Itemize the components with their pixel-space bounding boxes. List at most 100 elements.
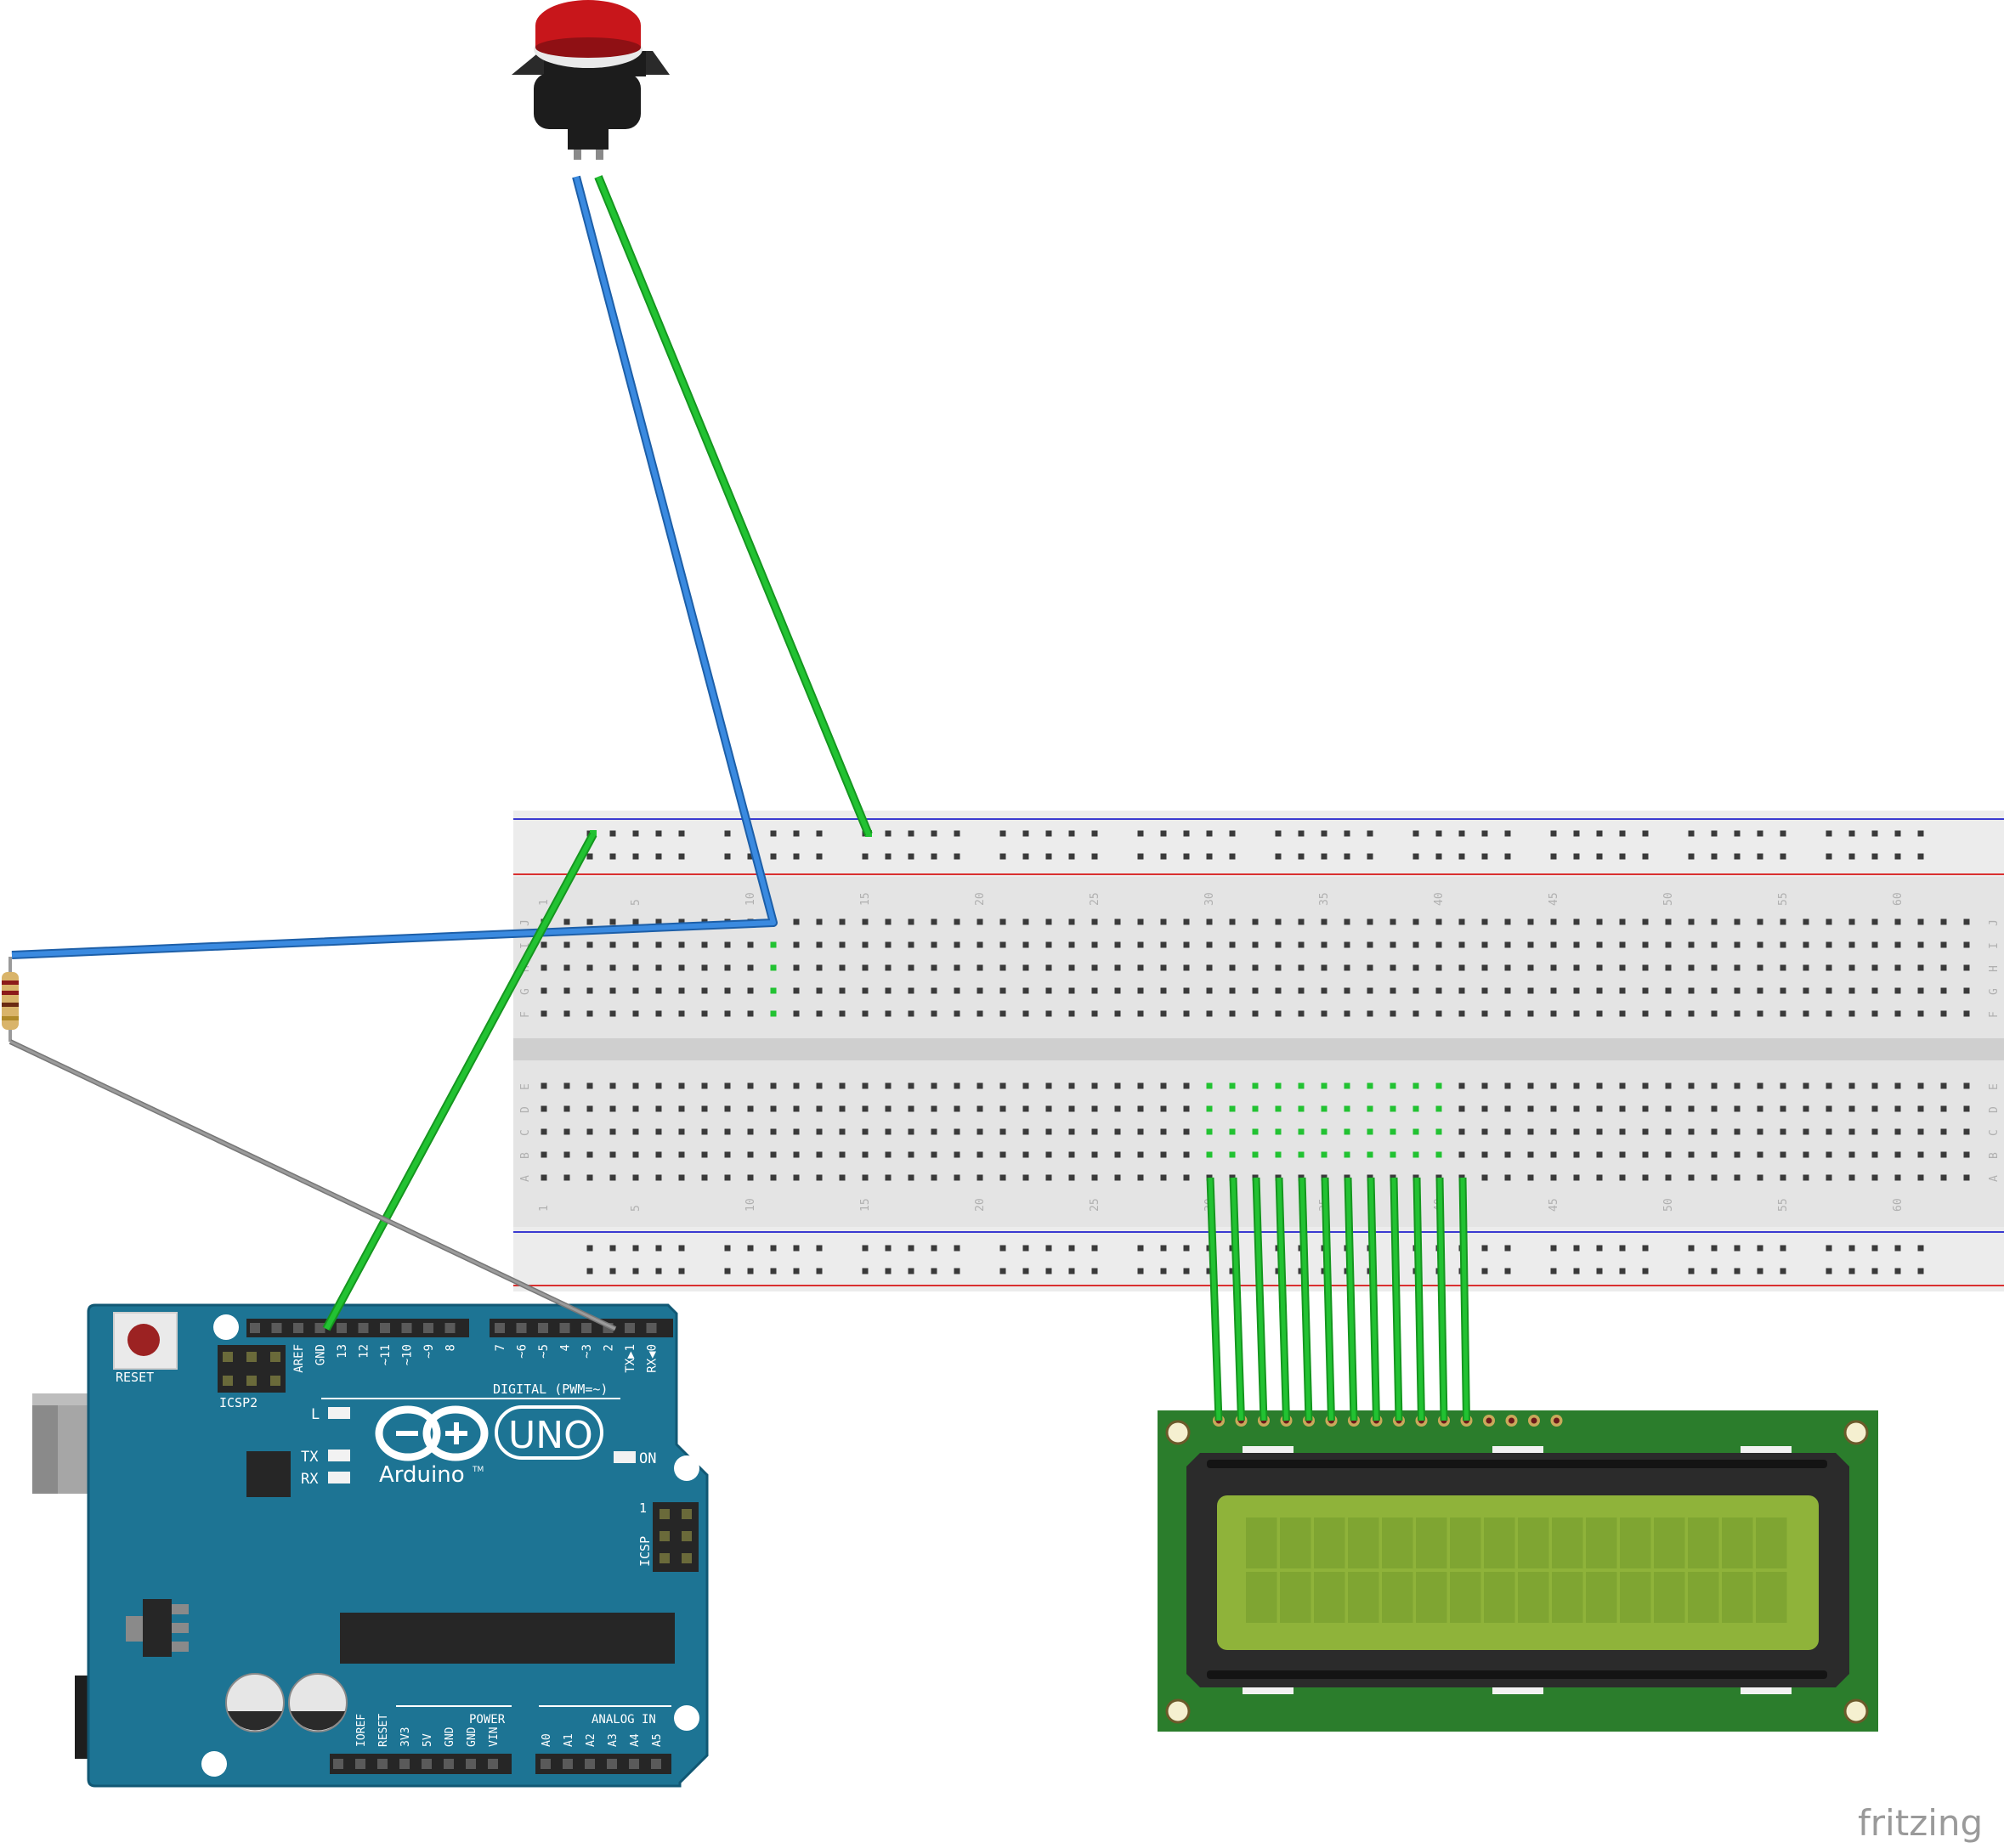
breadboard-hole <box>1940 918 1947 925</box>
breadboard-hole <box>1045 1105 1052 1112</box>
breadboard-hole <box>1940 1082 1947 1089</box>
digital-label: DIGITAL (PWM=~) <box>493 1382 608 1397</box>
lcd-cell <box>1450 1517 1481 1568</box>
header-pin <box>541 1759 551 1769</box>
rail-hole <box>1917 830 1924 837</box>
rail-hole <box>931 1268 937 1274</box>
breadboard-hole <box>1963 1082 1970 1089</box>
lcd-wire-core <box>1322 1177 1333 1421</box>
breadboard-hole <box>586 918 593 925</box>
breadboard-hole <box>563 1082 570 1089</box>
breadboard-hole <box>1321 1174 1328 1181</box>
rail-hole <box>1848 1268 1855 1274</box>
breadboard-hole <box>1412 941 1419 948</box>
digital-pin-label: 2 <box>603 1344 616 1351</box>
lcd-pin-hole <box>1509 1417 1514 1424</box>
rail-hole <box>1183 853 1190 860</box>
icsp2-pin <box>246 1376 257 1386</box>
push-button[interactable] <box>512 0 670 160</box>
breadboard-hole <box>839 1082 846 1089</box>
breadboard-hole <box>1183 1105 1190 1112</box>
breadboard-hole <box>655 1010 662 1017</box>
rail-hole <box>1045 830 1052 837</box>
breadboard-hole <box>1688 918 1695 925</box>
breadboard-hole <box>586 1128 593 1135</box>
breadboard-hole <box>1688 1010 1695 1017</box>
lcd-cell <box>1416 1572 1447 1623</box>
column-number: 5 <box>630 899 643 906</box>
breadboard-hole <box>816 964 823 971</box>
lcd-cell <box>1382 1517 1413 1568</box>
breadboard-hole <box>1963 1174 1970 1181</box>
rail-hole <box>1642 1268 1649 1274</box>
bezel-clip <box>1243 1446 1294 1453</box>
breadboard-hole <box>1803 918 1809 925</box>
breadboard-hole <box>563 1128 570 1135</box>
rail-hole <box>747 1245 754 1252</box>
analog-header <box>535 1754 671 1774</box>
uno-model: UNO <box>508 1414 593 1457</box>
power-pin-label: VIN <box>488 1727 501 1747</box>
column-number: 15 <box>859 1198 872 1212</box>
breadboard-hole <box>1390 1105 1396 1112</box>
breadboard-hole <box>1757 918 1763 925</box>
breadboard-hole <box>541 1151 547 1158</box>
breadboard-hole <box>1757 987 1763 994</box>
rail-hole <box>1091 1245 1098 1252</box>
breadboard-hole <box>1344 1174 1350 1181</box>
breadboard-hole <box>1481 941 1488 948</box>
breadboard-hole <box>1871 1151 1878 1158</box>
breadboard-hole <box>954 941 960 948</box>
breadboard-hole <box>977 1174 983 1181</box>
rail-hole <box>1780 1268 1786 1274</box>
bezel-clip <box>1243 1687 1294 1694</box>
led-rx <box>328 1472 350 1483</box>
led-l <box>328 1407 350 1419</box>
rail-hole <box>1848 830 1855 837</box>
breadboard-hole <box>1298 1010 1305 1017</box>
rail-hole <box>1550 1245 1557 1252</box>
breadboard-hole <box>701 1174 708 1181</box>
resistor <box>2 957 19 1042</box>
breadboard-hole <box>1940 1151 1947 1158</box>
breadboard-hole <box>977 941 983 948</box>
breadboard-hole <box>1711 1128 1718 1135</box>
breadboard-hole <box>1596 941 1603 948</box>
breadboard-hole <box>1252 1082 1259 1089</box>
rail-hole <box>1344 853 1350 860</box>
breadboard-hole <box>1826 918 1832 925</box>
breadboard-hole <box>793 918 800 925</box>
breadboard-hole <box>1045 1174 1052 1181</box>
rail-hole <box>1275 830 1282 837</box>
breadboard-hole <box>1665 1128 1672 1135</box>
reset-button-cap[interactable] <box>127 1324 160 1356</box>
breadboard-hole <box>1321 1151 1328 1158</box>
breadboard-hole <box>1183 1174 1190 1181</box>
led-on-label: ON <box>639 1450 656 1467</box>
capacitor-stripe <box>291 1711 345 1731</box>
icsp-pin <box>682 1553 692 1563</box>
breadboard-hole <box>977 987 983 994</box>
breadboard-hole <box>632 1174 639 1181</box>
breadboard-hole <box>1022 1174 1029 1181</box>
analog-pin-label: A0 <box>541 1733 553 1747</box>
rail-hole <box>1550 1268 1557 1274</box>
lcd-cell <box>1620 1517 1651 1568</box>
breadboard-hole <box>1114 1105 1121 1112</box>
breadboard-hole <box>1642 941 1649 948</box>
breadboard-hole <box>1045 964 1052 971</box>
breadboard-hole <box>1045 1010 1052 1017</box>
column-number: 20 <box>974 1198 987 1212</box>
breadboard-hole <box>1458 941 1465 948</box>
breadboard-hole <box>1412 918 1419 925</box>
breadboard-hole <box>1527 1010 1534 1017</box>
breadboard-hole <box>1435 1105 1442 1112</box>
breadboard-hole <box>908 964 914 971</box>
breadboard-hole <box>1481 918 1488 925</box>
breadboard-hole <box>1527 1082 1534 1089</box>
lcd-cell <box>1552 1572 1583 1623</box>
breadboard-hole <box>1137 1082 1144 1089</box>
breadboard-hole <box>1642 1010 1649 1017</box>
rail-hole <box>1183 830 1190 837</box>
